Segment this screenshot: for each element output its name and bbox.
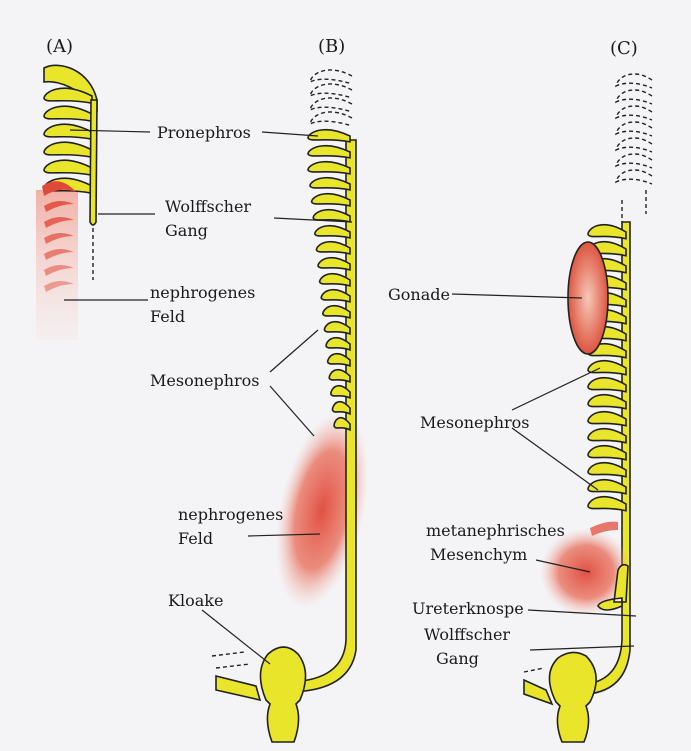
mesonephric-tubule bbox=[588, 412, 626, 426]
degenerate-tubules-b bbox=[310, 70, 352, 126]
degenerate-tubule bbox=[616, 90, 652, 104]
degenerate-tubule bbox=[616, 106, 652, 120]
degenerate-tubule bbox=[616, 74, 652, 88]
pronephric-tubule bbox=[44, 106, 92, 121]
label-nephrogenic-field-b-2: Feld bbox=[178, 529, 213, 548]
panel-c bbox=[524, 74, 652, 742]
mesonephric-tubule bbox=[588, 497, 626, 511]
label-wolffian-duct-c-2: Gang bbox=[436, 649, 479, 668]
degenerate-tubule bbox=[310, 84, 352, 98]
label-mesonephros-b: Mesonephros bbox=[150, 371, 260, 390]
wolffian-duct-b bbox=[290, 140, 356, 692]
nephrogenic-field-a bbox=[36, 190, 78, 340]
mesonephric-tubule bbox=[308, 162, 350, 174]
label-nephrogenic-field-b-1: nephrogenes bbox=[178, 505, 283, 524]
label-wolffian-duct-1: Wolffscher bbox=[165, 197, 251, 216]
label-cloaca: Kloake bbox=[168, 591, 223, 610]
mesonephric-tubule bbox=[312, 194, 350, 206]
mesonephric-tubule bbox=[588, 225, 626, 239]
degenerate-tubule bbox=[616, 138, 652, 152]
mesonephric-tubule bbox=[588, 361, 626, 375]
degenerate-tubules-c bbox=[616, 74, 652, 184]
panel-label-a: (A) bbox=[46, 36, 73, 57]
label-metanephric-1: metanephrisches bbox=[426, 521, 565, 540]
mesonephric-tubule bbox=[316, 242, 350, 254]
cloaca-c bbox=[549, 652, 596, 742]
label-gonad: Gonade bbox=[388, 285, 450, 304]
degenerate-tubule bbox=[310, 70, 352, 84]
panel-b bbox=[212, 70, 384, 742]
degenerate-tubule bbox=[310, 98, 352, 112]
mesonephric-tubule bbox=[588, 378, 626, 392]
degenerate-tubule bbox=[310, 112, 352, 126]
pronephric-tubule bbox=[44, 124, 92, 139]
mesonephric-tubule bbox=[588, 429, 626, 443]
mesonephric-tubule bbox=[588, 463, 626, 477]
pronephric-tubule bbox=[44, 142, 92, 157]
panel-label-c: (C) bbox=[610, 38, 638, 59]
pronephric-tubule bbox=[44, 160, 92, 175]
mesonephric-tubule bbox=[310, 178, 350, 190]
degenerate-tubule bbox=[616, 154, 652, 168]
label-nephrogenic-field-a-1: nephrogenes bbox=[150, 283, 255, 302]
label-metanephric-2: Mesenchym bbox=[430, 545, 527, 564]
wolffian-duct-a bbox=[90, 100, 97, 225]
degenerate-tubule bbox=[616, 122, 652, 136]
pronephros-tubules-a bbox=[44, 88, 92, 193]
mesonephric-tubule bbox=[315, 226, 350, 238]
mesonephric-tubule bbox=[588, 395, 626, 409]
degenerate-tubule bbox=[616, 170, 652, 184]
label-wolffian-duct-c-1: Wolffscher bbox=[424, 625, 510, 644]
mesonephric-tubule bbox=[308, 146, 350, 158]
label-pronephros: Pronephros bbox=[157, 123, 251, 142]
label-ureteric-bud: Ureterknospe bbox=[412, 599, 524, 618]
label-mesonephros-c: Mesonephros bbox=[420, 413, 530, 432]
panel-label-b: (B) bbox=[318, 36, 345, 57]
mesonephric-tubule bbox=[588, 446, 626, 460]
mesonephros-tubules-b bbox=[308, 130, 350, 430]
label-nephrogenic-field-a-2: Feld bbox=[150, 307, 185, 326]
panel-a bbox=[36, 65, 97, 340]
label-wolffian-duct-2: Gang bbox=[165, 221, 208, 240]
